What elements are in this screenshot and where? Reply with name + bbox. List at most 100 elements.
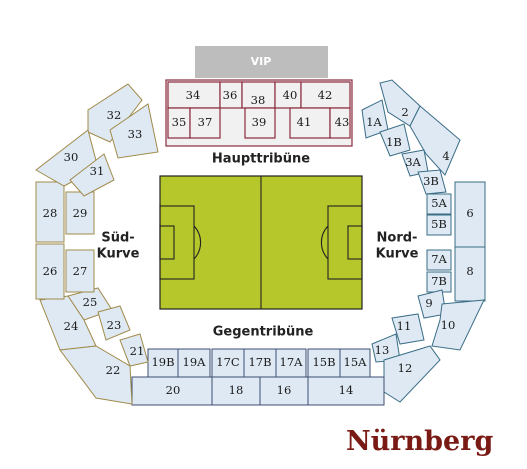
block-1B[interactable] bbox=[379, 123, 411, 157]
label-17C: 17C bbox=[216, 355, 240, 369]
label-23: 23 bbox=[107, 318, 122, 332]
label-10: 10 bbox=[441, 318, 456, 332]
label-13: 13 bbox=[375, 343, 390, 357]
label-32: 32 bbox=[107, 108, 122, 122]
label-40: 40 bbox=[283, 88, 298, 102]
label-14: 14 bbox=[339, 383, 354, 397]
vip-area[interactable]: VIP bbox=[195, 46, 328, 78]
label-3B: 3B bbox=[423, 174, 439, 188]
label-39: 39 bbox=[252, 115, 267, 129]
block-23[interactable] bbox=[97, 305, 131, 341]
block-43[interactable] bbox=[329, 107, 351, 139]
main-stand: 34 36 38 40 42 35 37 39 41 43 bbox=[165, 79, 353, 147]
label-38: 38 bbox=[251, 93, 266, 107]
label-30: 30 bbox=[64, 150, 79, 164]
block-31[interactable] bbox=[69, 153, 115, 197]
block-26[interactable] bbox=[35, 243, 65, 300]
label-20: 20 bbox=[166, 383, 181, 397]
label-37: 37 bbox=[198, 115, 213, 129]
label-17B: 17B bbox=[248, 355, 271, 369]
block-28[interactable] bbox=[35, 181, 65, 243]
pitch bbox=[159, 175, 363, 310]
label-5A: 5A bbox=[431, 196, 447, 210]
block-40[interactable] bbox=[274, 81, 302, 109]
north-curve-label-2: Kurve bbox=[376, 247, 419, 262]
south-curve: 28 26 29 27 bbox=[35, 181, 95, 300]
label-24: 24 bbox=[64, 319, 79, 333]
block-39[interactable] bbox=[244, 107, 276, 139]
label-7A: 7A bbox=[431, 252, 447, 266]
block-6[interactable] bbox=[454, 181, 486, 248]
block-20[interactable] bbox=[131, 376, 213, 406]
south-curve-label-2: Kurve bbox=[97, 247, 140, 262]
block-27[interactable] bbox=[65, 249, 95, 293]
north-curve: 6 5A 5B 8 7A 7B bbox=[426, 181, 486, 302]
label-1B: 1B bbox=[386, 135, 402, 149]
label-36: 36 bbox=[223, 88, 238, 102]
north-west-corner: 32 33 30 31 bbox=[35, 83, 159, 197]
block-7A[interactable] bbox=[426, 249, 452, 271]
label-22: 22 bbox=[106, 363, 121, 377]
block-15A[interactable] bbox=[339, 348, 371, 378]
label-16: 16 bbox=[277, 383, 292, 397]
label-2: 2 bbox=[401, 105, 408, 119]
block-3B[interactable] bbox=[417, 169, 447, 195]
label-11: 11 bbox=[397, 319, 412, 333]
block-29[interactable] bbox=[65, 191, 95, 235]
label-6: 6 bbox=[466, 206, 473, 220]
label-17A: 17A bbox=[280, 355, 304, 369]
label-28: 28 bbox=[43, 206, 58, 220]
block-42[interactable] bbox=[300, 81, 351, 109]
label-19B: 19B bbox=[151, 355, 174, 369]
block-16[interactable] bbox=[259, 376, 309, 406]
label-41: 41 bbox=[297, 115, 312, 129]
block-4[interactable] bbox=[409, 105, 461, 176]
block-21[interactable] bbox=[119, 333, 149, 367]
label-8: 8 bbox=[466, 264, 473, 278]
label-18: 18 bbox=[229, 383, 244, 397]
main-stand-label: Haupttribüne bbox=[212, 152, 310, 167]
label-27: 27 bbox=[73, 264, 88, 278]
label-9: 9 bbox=[425, 296, 432, 310]
block-11[interactable] bbox=[391, 313, 425, 345]
block-17C[interactable] bbox=[211, 348, 245, 378]
label-3A: 3A bbox=[405, 155, 421, 169]
label-34: 34 bbox=[186, 88, 201, 102]
block-34[interactable] bbox=[167, 81, 221, 109]
city-title: Nürnberg bbox=[346, 426, 493, 457]
label-33: 33 bbox=[128, 127, 143, 141]
label-35: 35 bbox=[172, 115, 187, 129]
label-19A: 19A bbox=[183, 355, 207, 369]
block-5B[interactable] bbox=[426, 214, 452, 236]
label-21: 21 bbox=[130, 344, 145, 358]
label-31: 31 bbox=[90, 164, 105, 178]
label-26: 26 bbox=[43, 264, 58, 278]
block-22[interactable] bbox=[59, 345, 133, 405]
block-5A[interactable] bbox=[426, 193, 452, 215]
block-37[interactable] bbox=[189, 107, 221, 139]
label-12: 12 bbox=[398, 361, 413, 375]
label-43: 43 bbox=[335, 115, 350, 129]
block-19B[interactable] bbox=[147, 348, 179, 378]
opposite-stand-label: Gegentribüne bbox=[213, 325, 314, 340]
label-15A: 15A bbox=[344, 355, 368, 369]
south-west-corner: 25 24 23 21 22 bbox=[39, 287, 149, 405]
label-25: 25 bbox=[83, 295, 98, 309]
south-east-corner: 9 10 11 13 12 bbox=[371, 289, 485, 403]
vip-label: VIP bbox=[251, 55, 272, 68]
label-5B: 5B bbox=[431, 217, 447, 231]
label-15B: 15B bbox=[312, 355, 335, 369]
block-8[interactable] bbox=[454, 246, 486, 302]
label-42: 42 bbox=[318, 88, 333, 102]
block-14[interactable] bbox=[307, 376, 385, 406]
label-1A: 1A bbox=[366, 115, 382, 129]
block-33[interactable] bbox=[109, 103, 159, 159]
label-4: 4 bbox=[442, 149, 449, 163]
north-east-corner: 2 1A 1B 4 3A 3B bbox=[361, 79, 461, 195]
label-7B: 7B bbox=[431, 274, 447, 288]
label-29: 29 bbox=[73, 206, 88, 220]
opposite-stand: 19B 19A 17C 17B 17A 15B 15A 20 18 16 14 bbox=[131, 348, 385, 406]
block-10[interactable] bbox=[431, 299, 485, 351]
south-curve-label-1: Süd- bbox=[101, 231, 134, 246]
